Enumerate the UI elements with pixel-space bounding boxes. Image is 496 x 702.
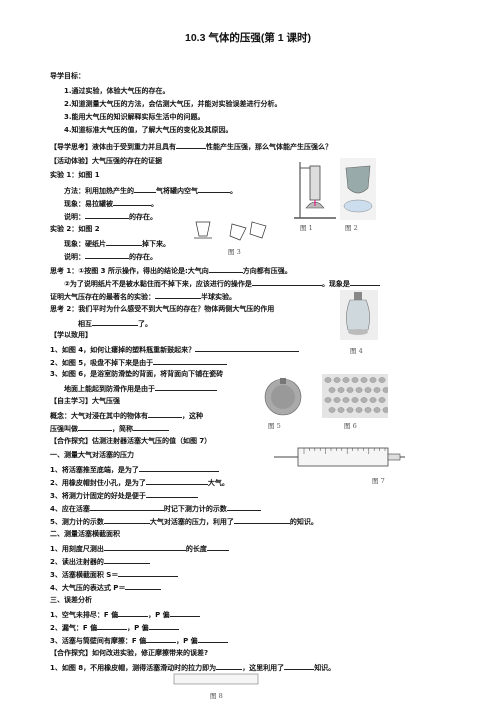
exp1-method: 方法：利用加热产生的气将罐内空气。: [64, 187, 237, 195]
coop-s2i2: 2、读出注射器的: [50, 556, 150, 567]
figure-6-label: 图 6: [344, 422, 357, 430]
self-line1: 概念：大气对浸在其中的物体有，这种: [50, 412, 203, 420]
mat-dot: [378, 377, 386, 383]
coop-heading: 【合作探究】估测注射器活塞大气压的值（如图 7）: [50, 437, 212, 445]
mat-dot: [360, 377, 368, 383]
mat-dot: [324, 377, 332, 383]
mat-dot: [346, 407, 354, 413]
mat-dot: [342, 397, 350, 403]
think-line: 【导学思考】液体由于受到重力并且具有性能产生压强，那么气体能产生压强么？: [50, 143, 332, 151]
apply-line4: 地面上能起到防滑作用是由于: [64, 383, 217, 394]
coop-s3i1: 1、空气未排尽：F 偏，P 偏: [50, 609, 200, 620]
q1-line3: 证明大气压存在的最著名的实验：半球实验。: [50, 293, 236, 301]
mat-dot: [337, 387, 345, 393]
mat-dot: [378, 397, 386, 403]
mat-dot: [382, 387, 388, 393]
goal-item: 4.知道标准大气压的值，了解大气压的变化及其原因。: [64, 126, 233, 134]
mat-dot: [342, 377, 350, 383]
coop-s1i2: 2、用橡皮帽封住小孔，是为了大气。: [50, 479, 229, 487]
goals-heading: 导学目标：: [50, 72, 85, 80]
coop-s2i4: 4、大气压的表达式 P＝: [50, 582, 162, 593]
coop-s3i2: 2、漏气：F 偏，P 偏: [50, 622, 179, 633]
coop-s1i1: 1、将活塞推至底端，是为了: [50, 464, 219, 475]
mat-dot: [355, 387, 363, 393]
mat-dot: [373, 387, 381, 393]
page-title: 10.3 气体的压强(第 1 课时): [184, 32, 312, 44]
mat-dot: [328, 387, 336, 393]
goal-item: 2.知道测量大气压的方法，会估测大气压，并能对实验误差进行分析。: [64, 100, 282, 108]
coop-s1: 一、测量大气对活塞的压力: [50, 451, 134, 459]
mat-dot: [364, 387, 372, 393]
mat-dot: [337, 407, 345, 413]
apply-line3: 3、如图 6，是浴室防滑垫的背面，将背面向下铺在瓷砖: [50, 370, 224, 378]
figure-3-label: 图 3: [228, 248, 241, 256]
figure-1-label: 图 1: [300, 224, 313, 232]
figure-3-illustration: [194, 221, 267, 241]
figure-1-illustration: [294, 162, 336, 219]
figure-5-label: 图 5: [268, 422, 281, 430]
exp1-explain: 说明：的存在。: [64, 213, 157, 221]
mat-dot: [333, 377, 341, 383]
mat-dot: [333, 397, 341, 403]
self-heading: 【自主学习】大气压强: [50, 397, 120, 405]
figure-4-illustration: [340, 290, 378, 340]
figure-8-illustration: [173, 673, 259, 685]
mat-dot: [369, 397, 377, 403]
apply-line2: 2、如图 5，吸盘不掉下来是由于: [50, 357, 228, 368]
exp2-explain: 说明：的存在。: [64, 253, 157, 261]
mat-dot: [328, 407, 336, 413]
coop-s2: 二、测量活塞横截面积: [50, 530, 120, 538]
mat-dot: [351, 397, 359, 403]
mat-dot: [346, 387, 354, 393]
q2-line2: 相互了。: [78, 320, 152, 328]
apply-line1: 1、如图 4，如何让瘪掉的塑料瓶重新鼓起来？: [50, 344, 300, 355]
mat-dot: [364, 407, 372, 413]
q1-line2: ②为了说明纸片不是被水黏住而不掉下来，应该进行的操作是。现象是: [64, 278, 380, 289]
mat-dot: [324, 397, 332, 403]
figure-7-label: 图 7: [372, 477, 385, 485]
exp2-title: 实验 2：如图 2: [50, 225, 100, 233]
figure-5-illustration: [264, 378, 302, 416]
mat-dot: [355, 407, 363, 413]
figure-4-label: 图 4: [350, 347, 363, 355]
exp1-title: 实验 1：如图 1: [50, 171, 100, 179]
coop-s2i1: 1、用刻度尺测出的长度: [50, 543, 229, 554]
exp2-phenomenon: 现象：硬纸片掉下来。: [64, 240, 170, 248]
coop-s1i5: 5、测力计的示数大气对活塞的压力，利用了的知识。: [50, 518, 318, 526]
mat-dot: [351, 377, 359, 383]
q2-line1: 思考 2：我们平时为什么感受不到大气压的存在？物体两侧大气压的作用: [50, 305, 275, 313]
coop-s1i4: 4、应在活塞时记下测力计的示数: [50, 503, 261, 514]
apply-heading: 【学以致用】: [50, 331, 92, 339]
figure-7-illustration: [274, 447, 405, 467]
mat-dot: [360, 397, 368, 403]
goal-item: 1.通过实验，体验大气压的存在。: [64, 87, 170, 95]
figure-2-illustration: [340, 158, 376, 220]
goal-item: 3.能用大气压的知识解释实际生活中的问题。: [64, 113, 205, 121]
self-line2: 压强叫做，简称: [50, 423, 169, 434]
coop2-heading: 【合作探究】如何改进实验，修正摩擦带来的误差?: [50, 649, 209, 657]
mat-dot: [373, 407, 381, 413]
exp1-phenomenon: 现象：易拉罐被。: [64, 200, 158, 208]
figure-8-label: 图 8: [210, 692, 223, 700]
coop-s2i3: 3、活塞横截面积 S＝: [50, 569, 179, 580]
coop-s3i3: 3、活塞与筒壁间有摩擦：F 偏，P 偏: [50, 635, 228, 646]
activity-heading: 【活动体验】大气压强的存在的证据: [50, 157, 162, 165]
figure-2-label: 图 2: [345, 224, 358, 232]
q1-line1: 思考 1：①按图 3 所示操作，得出的结论是:大气向方向都有压强。: [50, 267, 292, 275]
figure-6-illustration: [322, 374, 388, 418]
mat-dot: [369, 377, 377, 383]
coop2-line1: 1、如图 8，不用橡皮帽，测得活塞滑动时的拉力即为，这里利用了知识。: [50, 664, 336, 672]
coop-s3: 三、误差分析: [50, 596, 92, 604]
mat-dot: [382, 407, 388, 413]
coop-s1i3: 3、将测力计固定的好处是便于: [50, 490, 198, 501]
